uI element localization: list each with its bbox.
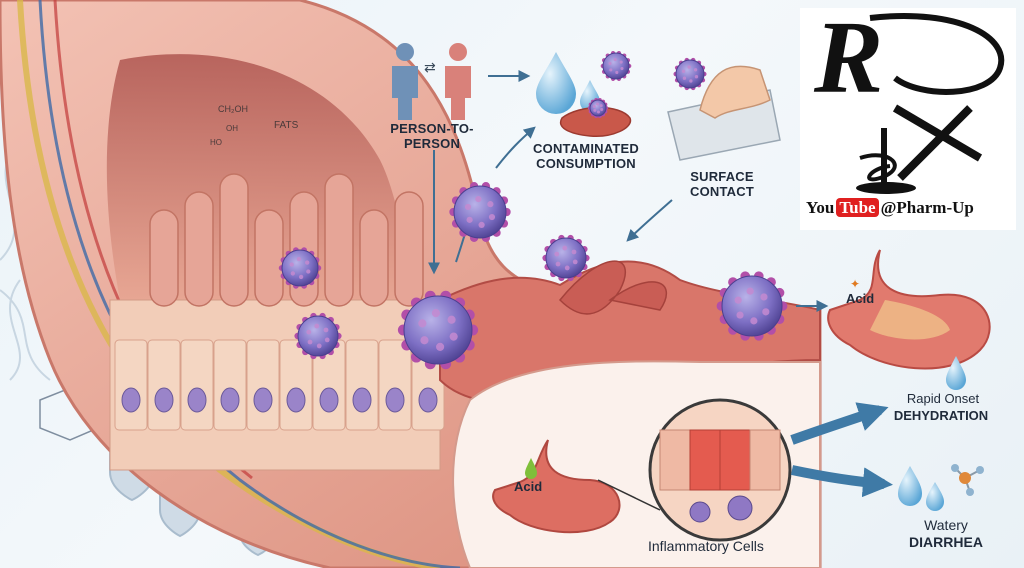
rapid-onset-label: Rapid Onset — [906, 391, 980, 406]
epithelial-cell — [246, 339, 280, 431]
epithelial-cell — [147, 339, 181, 431]
cell-nucleus — [154, 387, 174, 413]
norovirus-icon — [294, 312, 342, 360]
water-drop-icon — [926, 482, 944, 511]
villus — [324, 173, 354, 307]
inset-connector — [597, 479, 661, 511]
rx-staff-logo — [856, 13, 1005, 194]
villus — [149, 209, 179, 307]
acid-label-lower: Acid — [514, 479, 543, 494]
epithelial-cell — [378, 339, 412, 431]
villus — [394, 191, 424, 307]
cell-nucleus — [319, 387, 339, 413]
stomach-upper-lining — [870, 300, 950, 340]
epithelial-cell — [180, 339, 214, 431]
arrow-to-consumption — [495, 126, 536, 169]
watery-label: Watery — [924, 517, 968, 533]
cell-nucleus — [286, 387, 306, 413]
norovirus-particles — [278, 50, 788, 370]
cell-nucleus — [352, 387, 372, 413]
formula-label: CH₂OH — [218, 104, 248, 114]
arrow-to-diarrhea — [790, 465, 893, 498]
acid-label-upper: Acid — [846, 291, 875, 306]
cell-nucleus — [187, 387, 207, 413]
stomach-lower — [492, 439, 621, 534]
water-drop-icon — [946, 356, 966, 390]
person-icon — [445, 43, 471, 120]
person-to-person-label: PERSON-TO- PERSON — [390, 121, 474, 151]
youtube-tube-label: Tube — [836, 198, 879, 217]
surface-contact-label: SURFACE CONTACT — [690, 169, 754, 199]
arrow-surface-to-tissue — [626, 199, 673, 242]
norovirus-icon — [449, 181, 511, 243]
acid-drop-icon — [525, 458, 537, 479]
norovirus-icon — [716, 271, 788, 341]
rx-letter: R — [814, 0, 884, 115]
epithelial-cell — [213, 339, 247, 431]
norovirus-icon — [278, 247, 322, 289]
molecule-icon — [951, 464, 984, 496]
epithelial-cells — [114, 339, 445, 431]
norovirus-icon — [397, 290, 479, 370]
villus — [184, 191, 214, 307]
water-drop-icon — [536, 52, 576, 114]
contaminated-consumption-label: CONTAMINATED CONSUMPTION — [533, 141, 639, 171]
epithelial-cell — [345, 339, 379, 431]
water-drop-icon — [898, 466, 922, 506]
channel-handle-label: @Pharm-Up — [880, 198, 974, 217]
norovirus-icon — [600, 50, 632, 82]
inflammatory-cells-label: Inflammatory Cells — [648, 538, 764, 554]
cell-nucleus — [220, 387, 240, 413]
cell-nucleus — [253, 387, 273, 413]
villus — [359, 209, 389, 307]
arrow-to-dehydration — [790, 402, 889, 445]
norovirus-icon — [587, 98, 609, 118]
diarrhea-label: DIARRHEA — [909, 534, 983, 550]
dna-helix-decoration-bottom — [0, 279, 51, 381]
hand-icon — [699, 65, 771, 119]
person-icon — [392, 43, 418, 120]
inflamed-cells — [659, 429, 781, 523]
norovirus-icon — [673, 57, 707, 91]
fats-label: FATS — [274, 120, 299, 131]
formula-oh-label: OH — [226, 124, 238, 133]
exchange-arrows-icon: ⇄ — [424, 60, 436, 76]
norovirus-icon — [542, 234, 590, 282]
damaged-villi-fold — [558, 260, 667, 315]
dehydration-label: DEHYDRATION — [893, 408, 989, 423]
epithelial-cell — [279, 339, 313, 431]
formula-ho-label: HO — [210, 138, 222, 147]
villus — [219, 173, 249, 307]
cell-nucleus — [121, 387, 141, 413]
acid-icon: ✦ — [850, 277, 860, 291]
villus — [254, 209, 284, 307]
epithelial-cell — [114, 339, 148, 431]
youtube-you-label: You — [806, 198, 835, 217]
cell-nucleus — [385, 387, 405, 413]
cell-nucleus — [418, 387, 438, 413]
